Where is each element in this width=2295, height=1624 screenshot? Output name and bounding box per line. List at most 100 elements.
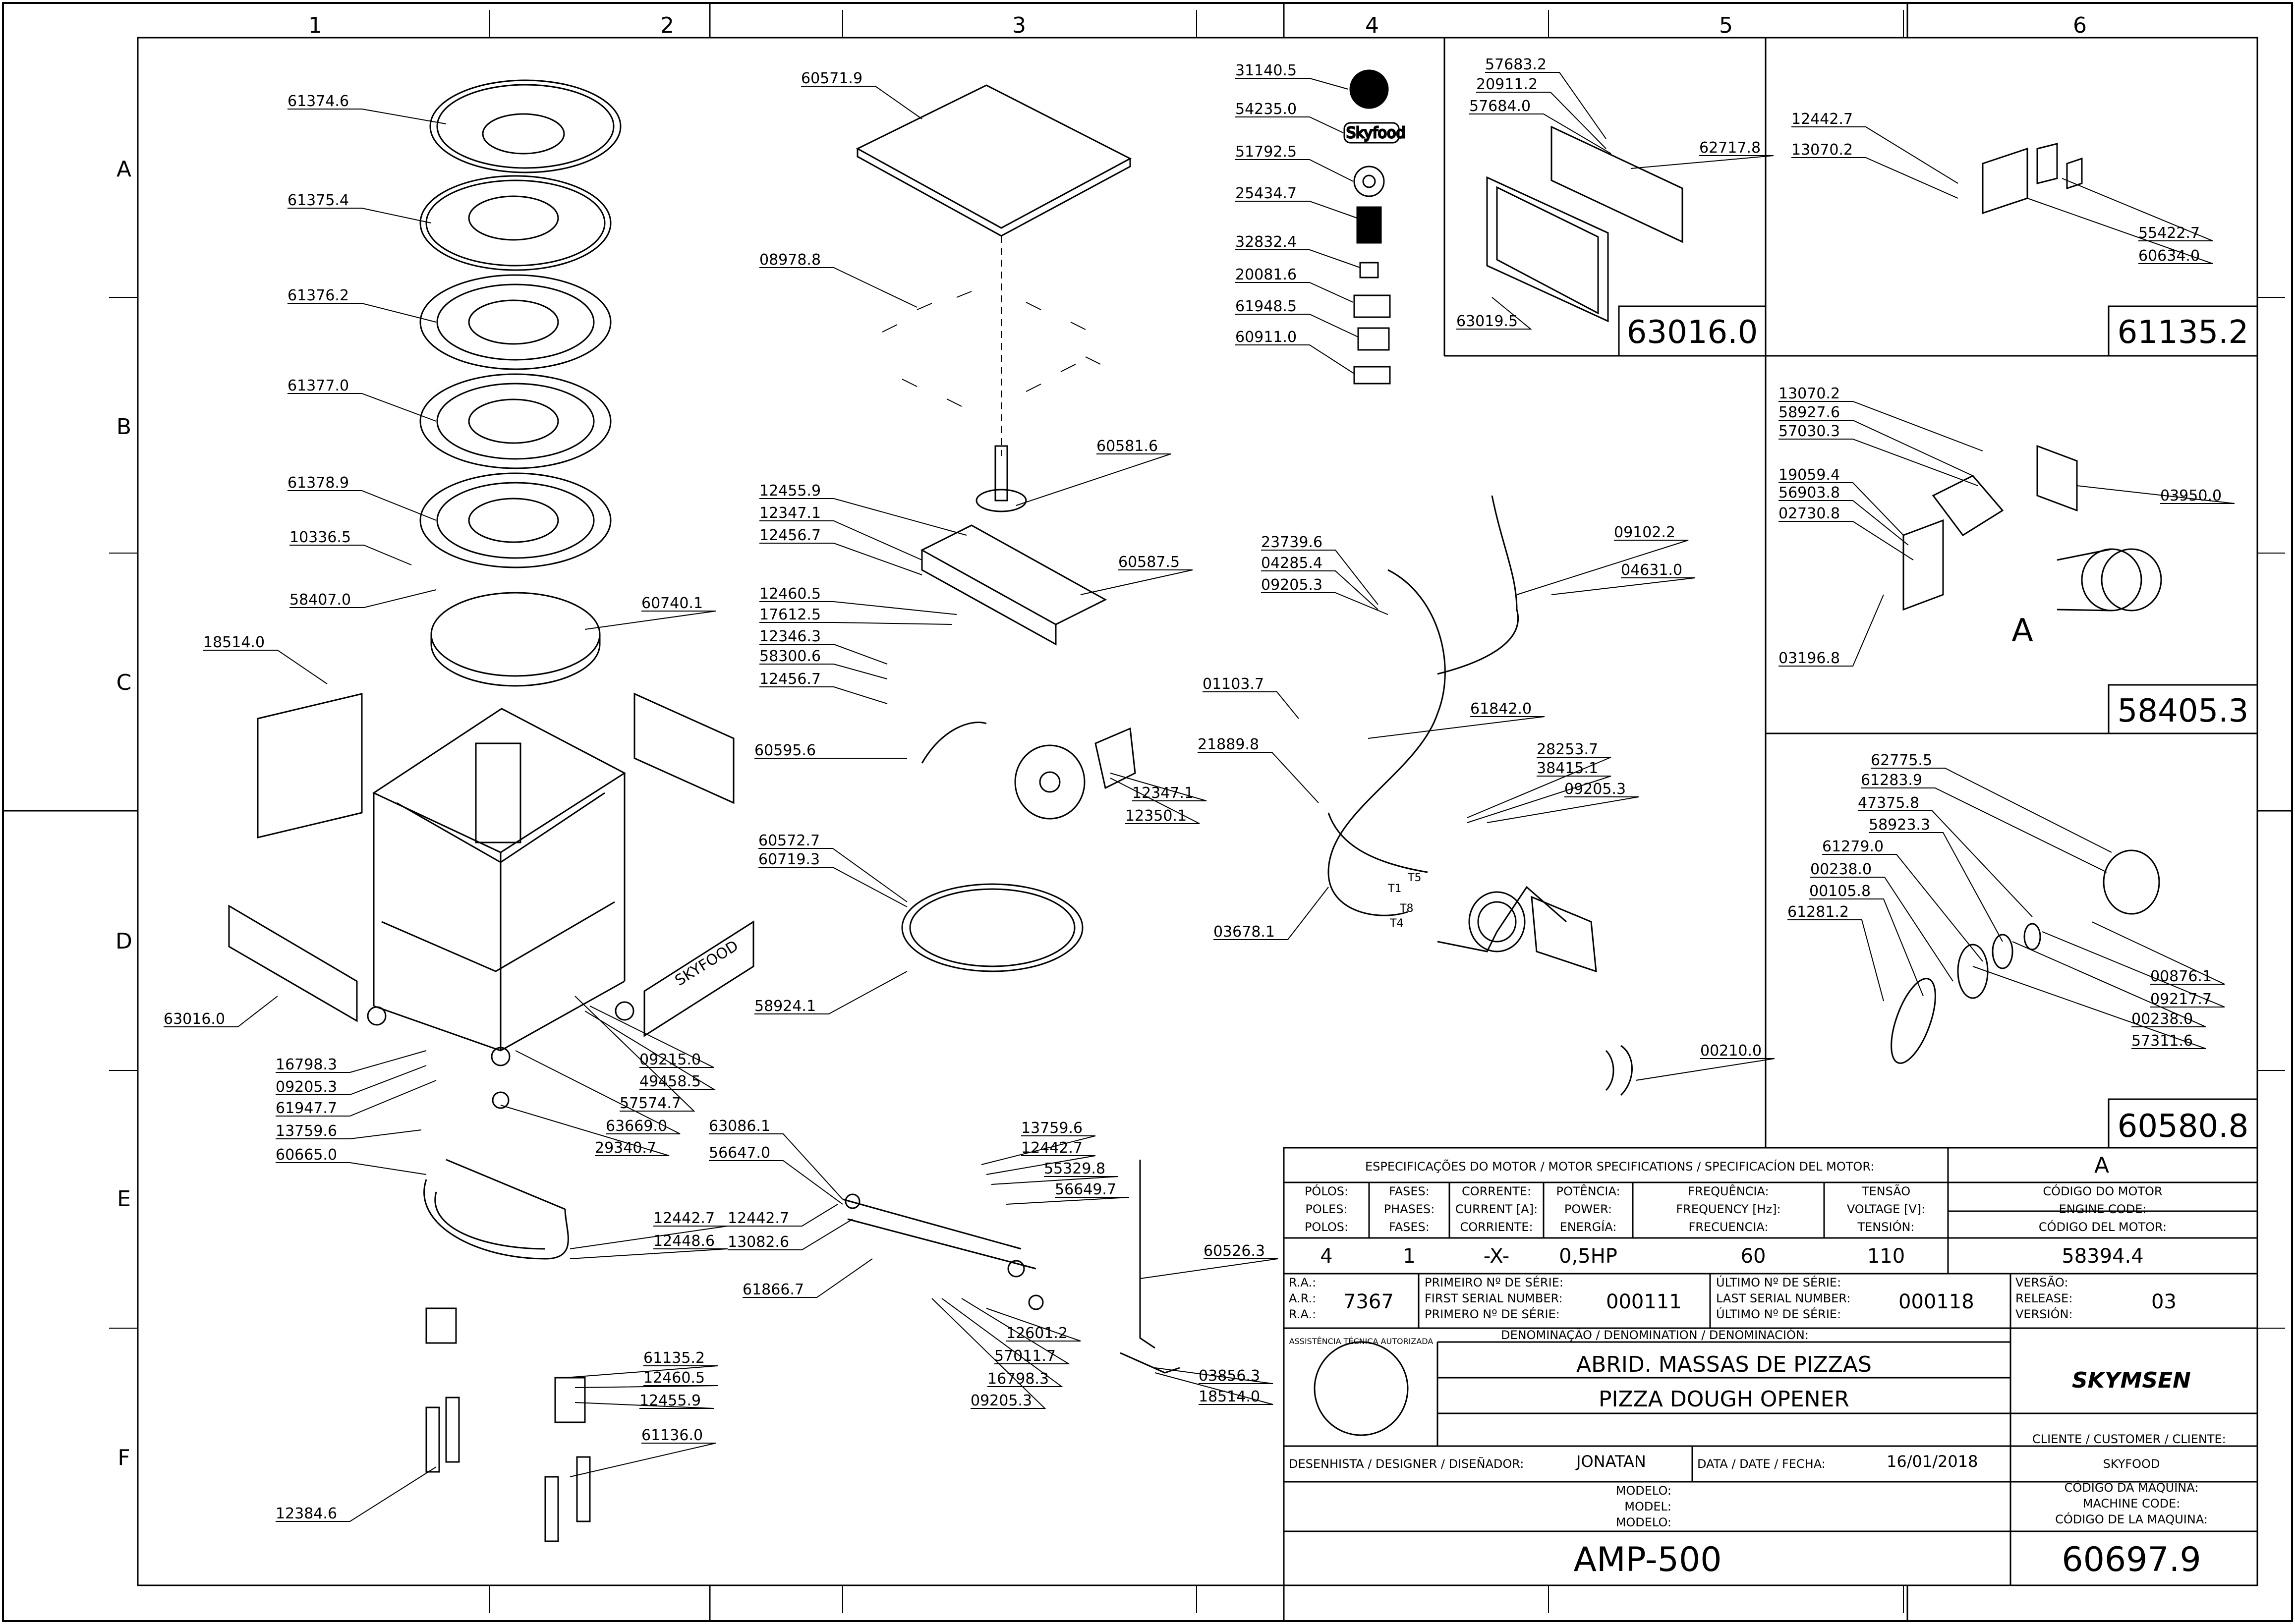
leader-line bbox=[1235, 314, 1359, 337]
part-number-label: 58407.0 bbox=[289, 591, 351, 609]
leader-line bbox=[2012, 941, 2206, 1027]
part-number-label: 58924.1 bbox=[754, 998, 816, 1015]
first-serial-l1: PRIMEIRO Nº DE SÉRIE: bbox=[1425, 1275, 1563, 1289]
leader-line bbox=[1791, 157, 1958, 199]
frequency-l2: FREQUENCY [Hz]: bbox=[1676, 1202, 1780, 1216]
leader-line bbox=[1110, 773, 1207, 801]
ra-l3: R.A.: bbox=[1289, 1307, 1316, 1321]
first-serial-value: 000111 bbox=[1606, 1290, 1682, 1313]
part-number-label: 10336.5 bbox=[289, 529, 351, 546]
leader-line bbox=[743, 1258, 873, 1298]
leader-line bbox=[1261, 550, 1378, 605]
phases-l3: FASES: bbox=[1389, 1220, 1430, 1234]
leader-line bbox=[1467, 757, 1611, 818]
phases-l1: FASES: bbox=[1389, 1184, 1430, 1198]
part-number-label: 03950.0 bbox=[2160, 487, 2222, 504]
leader-line bbox=[2062, 178, 2213, 241]
part-number-label: 60719.3 bbox=[758, 851, 820, 868]
part-number-label: 12456.7 bbox=[759, 527, 821, 544]
part-number-label: 38415.1 bbox=[1537, 760, 1598, 777]
part-number-label: 61842.0 bbox=[1470, 700, 1532, 718]
leader-line bbox=[1779, 521, 1914, 560]
leader-line bbox=[2091, 921, 2225, 985]
part-number-label: 61866.7 bbox=[743, 1281, 804, 1298]
brand-logo: SKYMSEN bbox=[2072, 1368, 2191, 1393]
part-number-label: 03678.1 bbox=[1213, 923, 1275, 941]
detail-id-pulley-group: 60580.8 bbox=[2118, 1108, 2249, 1145]
machine-body bbox=[228, 692, 754, 1109]
leader-line bbox=[961, 1298, 1071, 1364]
wire-labels: T5 T1 T8 T4 bbox=[1387, 872, 1421, 930]
phases-value: 1 bbox=[1403, 1245, 1415, 1268]
part-number-label: 54235.0 bbox=[1235, 101, 1297, 118]
part-callouts: 61374.661375.461376.261377.061378.910336… bbox=[164, 56, 2222, 1522]
frequency-value: 60 bbox=[1741, 1245, 1766, 1268]
model-l2: MODEL: bbox=[1624, 1500, 1671, 1513]
grid-row-f: F bbox=[117, 1445, 130, 1470]
part-number-label: 49458.5 bbox=[639, 1073, 701, 1090]
leader-line bbox=[1110, 778, 1200, 824]
leader-line bbox=[1154, 1367, 1273, 1384]
part-number-label: 62775.5 bbox=[1871, 752, 1932, 769]
poles-l2: POLES: bbox=[1305, 1202, 1347, 1216]
first-serial-l3: PRIMERO Nº DE SÉRIE: bbox=[1425, 1307, 1560, 1321]
wire-label: T5 bbox=[1407, 872, 1421, 884]
leader-line bbox=[728, 1204, 838, 1227]
part-number-label: 13759.6 bbox=[1021, 1120, 1083, 1137]
grid-col-1: 1 bbox=[308, 13, 322, 38]
leader-line bbox=[1235, 249, 1361, 268]
part-number-label: 57311.6 bbox=[2131, 1032, 2193, 1050]
leader-line bbox=[1779, 594, 1884, 667]
leader-line bbox=[276, 1466, 437, 1522]
detail-box-ids: 63016.0 61135.2 58405.3 60580.8 A bbox=[1627, 314, 2249, 1145]
part-number-label: 20911.2 bbox=[1476, 76, 1538, 93]
part-number-label: 57011.7 bbox=[994, 1347, 1056, 1365]
leader-line bbox=[709, 1133, 843, 1200]
leader-line bbox=[1469, 113, 1611, 154]
leader-line bbox=[515, 1050, 681, 1134]
current-l2: CURRENT [A]: bbox=[1455, 1202, 1538, 1216]
leader-line bbox=[1235, 344, 1355, 374]
power-value: 0,5HP bbox=[1559, 1245, 1617, 1268]
machine-code-l1: CÓDIGO DA MÁQUINA: bbox=[2065, 1480, 2199, 1495]
leader-line bbox=[164, 996, 278, 1027]
part-number-label: 28253.7 bbox=[1537, 741, 1598, 758]
leader-line bbox=[759, 267, 918, 308]
leader-line bbox=[589, 1006, 714, 1068]
part-number-label: 09205.3 bbox=[971, 1392, 1032, 1409]
grid-row-a: A bbox=[116, 157, 131, 182]
part-number-label: 60526.3 bbox=[1204, 1242, 1265, 1260]
leader-line bbox=[1779, 439, 1978, 486]
part-number-label: 12346.3 bbox=[759, 628, 821, 645]
part-number-label: 61135.2 bbox=[643, 1349, 705, 1367]
leader-lines bbox=[164, 72, 2235, 1522]
part-number-label: 61376.2 bbox=[287, 287, 349, 304]
part-number-label: 61948.5 bbox=[1235, 298, 1297, 315]
part-number-label: 12442.7 bbox=[1791, 111, 1853, 128]
part-number-label: 01103.7 bbox=[1203, 675, 1264, 693]
part-number-label: 61279.0 bbox=[1822, 838, 1884, 855]
engine-code-l3: CÓDIGO DEL MOTOR: bbox=[2039, 1219, 2167, 1234]
part-number-label: 57030.3 bbox=[1779, 423, 1840, 440]
leader-line bbox=[1779, 482, 1904, 536]
spec-letter: A bbox=[2094, 1153, 2109, 1178]
leader-line bbox=[1467, 776, 1611, 823]
part-number-label: 47375.8 bbox=[1858, 794, 1919, 812]
leader-line bbox=[1080, 569, 1193, 595]
leader-line bbox=[1140, 1258, 1278, 1279]
part-number-label: 09205.3 bbox=[1261, 576, 1322, 594]
customer-label: CLIENTE / CUSTOMER / CLIENTE: bbox=[2032, 1432, 2226, 1446]
leader-line bbox=[1871, 768, 2112, 853]
detail-letter-a: A bbox=[2011, 613, 2033, 649]
part-number-label: 60665.0 bbox=[276, 1146, 337, 1164]
part-number-label: 20081.6 bbox=[1235, 266, 1297, 283]
part-number-label: 58300.6 bbox=[759, 648, 821, 665]
part-number-label: 55422.7 bbox=[2138, 224, 2200, 242]
part-number-label: 00210.0 bbox=[1700, 1042, 1762, 1060]
part-number-label: 09205.3 bbox=[276, 1078, 337, 1096]
leader-line bbox=[276, 1162, 427, 1175]
leader-line bbox=[709, 1160, 843, 1205]
last-serial-l3: ÚLTIMO Nº DE SÉRIE: bbox=[1716, 1306, 1841, 1321]
detail-id-bracket: 61135.2 bbox=[2118, 314, 2249, 351]
